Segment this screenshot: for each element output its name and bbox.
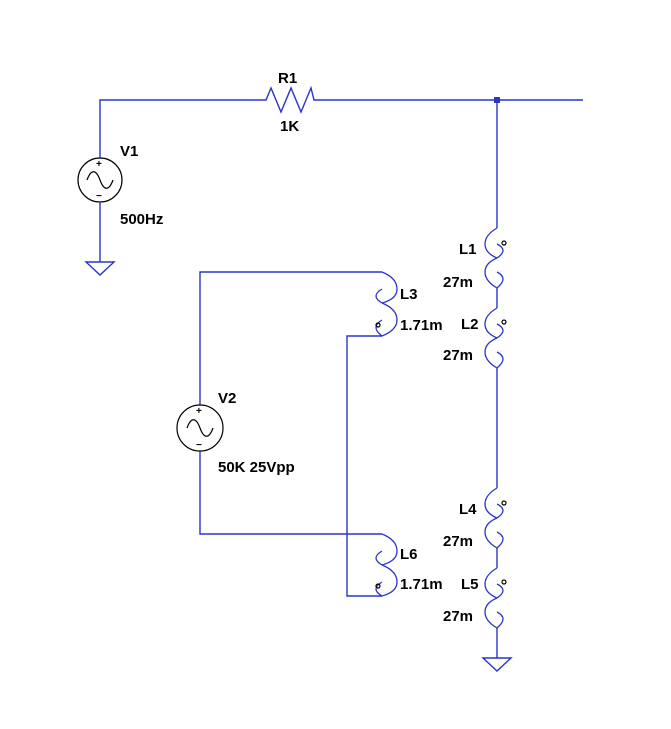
v1-label: V1	[120, 143, 138, 160]
inductor-l5[interactable]: L5 27m	[443, 567, 507, 629]
voltage-source-v1[interactable]: + − V1 500Hz	[77, 143, 163, 228]
ground-symbol-stack	[481, 657, 513, 672]
l1-value: 27m	[443, 274, 473, 291]
inductor-l4[interactable]: L4 27m	[443, 487, 507, 550]
inductor-l6[interactable]: L6 1.71m	[375, 533, 443, 597]
l6-dot	[375, 583, 381, 589]
l5-dot	[501, 579, 507, 585]
inductor-l3[interactable]: L3 1.71m	[375, 271, 443, 337]
inductor-l1[interactable]: L1 27m	[443, 227, 507, 291]
l1-label: L1	[459, 241, 477, 258]
v2-minus-sign: −	[196, 440, 202, 451]
r1-label: R1	[278, 70, 297, 87]
inductor-l2[interactable]: L2 27m	[443, 307, 507, 369]
l4-value: 27m	[443, 533, 473, 550]
l5-label: L5	[461, 576, 479, 593]
l2-dot	[501, 319, 507, 325]
r1-value: 1K	[280, 118, 299, 135]
l2-label: L2	[461, 316, 479, 333]
l1-dot	[501, 240, 507, 246]
v2-value: 50K 25Vpp	[218, 459, 295, 476]
wires-left-loop	[199, 271, 382, 597]
l2-value: 27m	[443, 347, 473, 364]
v2-label: V2	[218, 390, 236, 407]
junction-dot	[494, 97, 500, 103]
l6-label: L6	[400, 546, 418, 563]
wires-top	[99, 97, 583, 228]
v1-value: 500Hz	[120, 211, 163, 228]
v2-plus-sign: +	[196, 406, 202, 417]
l4-label: L4	[459, 501, 477, 518]
l3-label: L3	[400, 286, 418, 303]
l4-dot	[501, 500, 507, 506]
l3-value: 1.71m	[400, 317, 443, 334]
ground-symbol-v1	[84, 261, 116, 276]
voltage-source-v2[interactable]: + − V2 50K 25Vpp	[176, 390, 295, 476]
v1-plus-sign: +	[96, 159, 102, 170]
l5-value: 27m	[443, 608, 473, 625]
l6-value: 1.71m	[400, 576, 443, 593]
l3-dot	[375, 322, 381, 328]
resistor-r1[interactable]: R1 1K	[258, 70, 318, 135]
v1-minus-sign: −	[96, 191, 102, 202]
